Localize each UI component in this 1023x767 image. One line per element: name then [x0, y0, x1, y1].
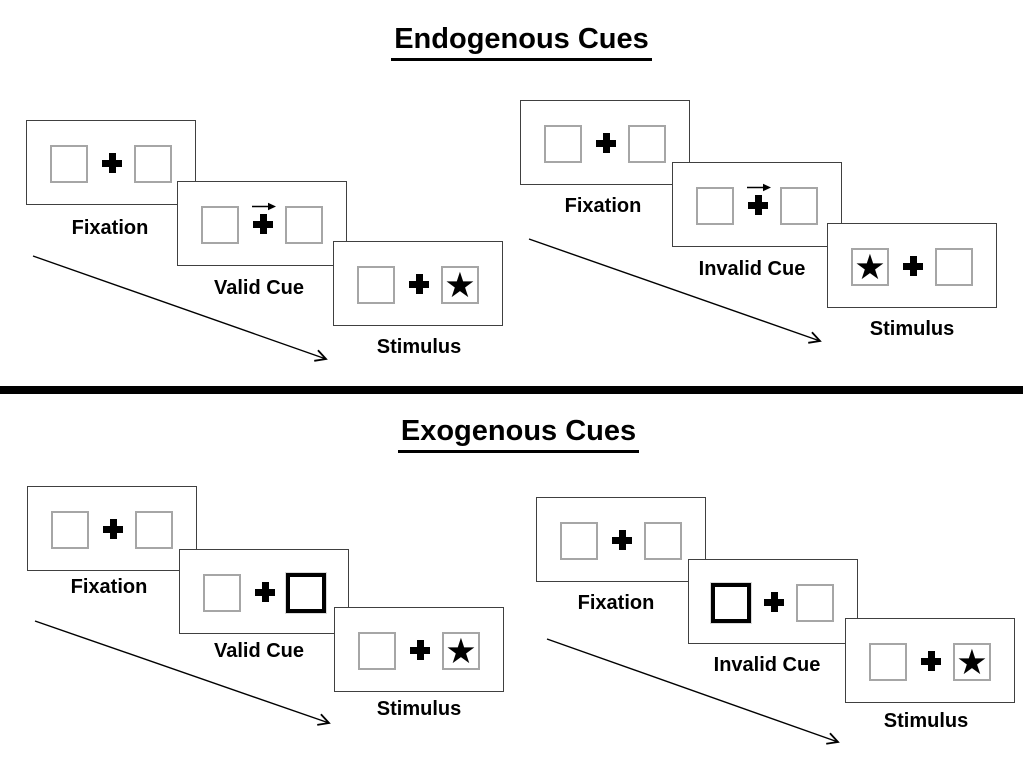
trial-label: Valid Cue [213, 277, 305, 299]
trial-panel-valid-cue [179, 549, 349, 634]
right-box [780, 187, 818, 225]
section-divider [0, 386, 1023, 394]
trial-label: Stimulus [376, 336, 462, 358]
fixation-cross-icon [409, 274, 429, 294]
left-box [560, 522, 598, 560]
left-box: ★ [851, 248, 889, 286]
timeline-arrow [546, 638, 840, 745]
trial-panel-fixation [536, 497, 706, 582]
right-box: ★ [441, 266, 479, 304]
fixation-cross-icon [255, 582, 275, 602]
left-box [358, 632, 396, 670]
cue-arrow-icon [746, 180, 772, 198]
trial-label: Invalid Cue [713, 654, 821, 676]
left-box [544, 125, 582, 163]
right-box [796, 584, 834, 622]
trial-label: Fixation [71, 217, 149, 239]
fixation-cross-icon [102, 153, 122, 173]
left-box [696, 187, 734, 225]
trial-panel-fixation [26, 120, 196, 205]
left-box [51, 511, 89, 549]
timeline-arrow [528, 238, 822, 344]
timeline-arrow [32, 255, 328, 362]
cue-arrow-icon [251, 199, 277, 217]
trial-label: Invalid Cue [698, 258, 806, 280]
left-box [869, 643, 907, 681]
fixation-cross-icon [103, 519, 123, 539]
trial-label: Fixation [564, 195, 642, 217]
fixation-cross-icon [612, 530, 632, 550]
trial-panel-fixation [520, 100, 690, 185]
section-title-endogenous: Endogenous Cues [10, 23, 1023, 61]
trial-label: Valid Cue [213, 640, 305, 662]
fixation-cross-icon [596, 133, 616, 153]
right-box [285, 206, 323, 244]
trial-panel-invalid-cue [688, 559, 858, 644]
right-box [935, 248, 973, 286]
trial-panel-stimulus: ★ [845, 618, 1015, 703]
trial-panel-stimulus: ★ [333, 241, 503, 326]
right-box: ★ [442, 632, 480, 670]
section-title-exogenous: Exogenous Cues [7, 415, 1023, 453]
right-box [628, 125, 666, 163]
right-box [134, 145, 172, 183]
left-box [50, 145, 88, 183]
trial-label: Stimulus [376, 698, 462, 720]
trial-panel-invalid-cue [672, 162, 842, 247]
fixation-cross-icon [410, 640, 430, 660]
left-box [201, 206, 239, 244]
trial-panel-valid-cue [177, 181, 347, 266]
trial-label: Stimulus [869, 318, 955, 340]
right-box [286, 573, 326, 613]
fixation-cross-icon [764, 592, 784, 612]
trial-label: Fixation [70, 576, 148, 598]
right-box [644, 522, 682, 560]
fixation-cross-icon [253, 214, 273, 234]
left-box [711, 583, 751, 623]
fixation-cross-icon [748, 195, 768, 215]
left-box [357, 266, 395, 304]
right-box: ★ [953, 643, 991, 681]
left-box [203, 574, 241, 612]
trial-label: Fixation [577, 592, 655, 614]
right-box [135, 511, 173, 549]
timeline-arrow [34, 620, 331, 726]
trial-panel-stimulus: ★ [827, 223, 997, 308]
fixation-cross-icon [921, 651, 941, 671]
trial-panel-stimulus: ★ [334, 607, 504, 692]
fixation-cross-icon [903, 256, 923, 276]
trial-panel-fixation [27, 486, 197, 571]
trial-label: Stimulus [883, 710, 969, 732]
